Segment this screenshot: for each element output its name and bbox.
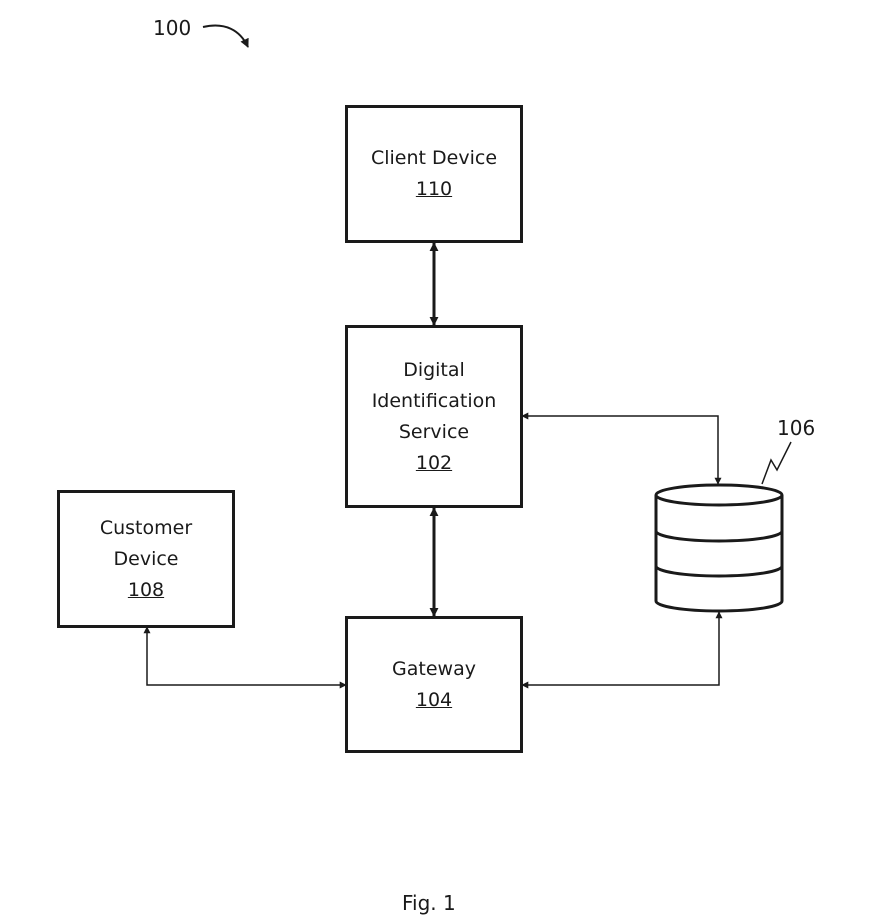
client-device-ref: 110 (416, 174, 452, 205)
service-label-line2: Identification (372, 386, 497, 417)
figure-ref-label: 100 (153, 17, 191, 39)
digital-identification-service-box: Digital Identification Service 102 (345, 325, 523, 508)
service-label-line1: Digital (403, 355, 465, 386)
customer-device-ref: 108 (128, 575, 164, 606)
client-device-label: Client Device (371, 143, 497, 174)
customer-device-box: Customer Device 108 (57, 490, 235, 628)
client-device-box: Client Device 110 (345, 105, 523, 243)
service-label-line3: Service (399, 417, 469, 448)
customer-device-label-line1: Customer (100, 513, 192, 544)
connector-service-to-database (522, 416, 718, 484)
database-ref-lead-line (762, 442, 791, 484)
figure-caption: Fig. 1 (402, 892, 456, 914)
gateway-label: Gateway (392, 654, 476, 685)
gateway-box: Gateway 104 (345, 616, 523, 753)
customer-device-label-line2: Device (114, 544, 179, 575)
figure-ref-arrow (203, 26, 248, 47)
connector-gateway-to-database (522, 612, 719, 685)
gateway-ref: 104 (416, 685, 452, 716)
connector-customer-to-gateway (147, 627, 346, 685)
database-ref-label: 106 (777, 417, 815, 439)
database-icon (656, 485, 782, 611)
service-ref: 102 (416, 448, 452, 479)
